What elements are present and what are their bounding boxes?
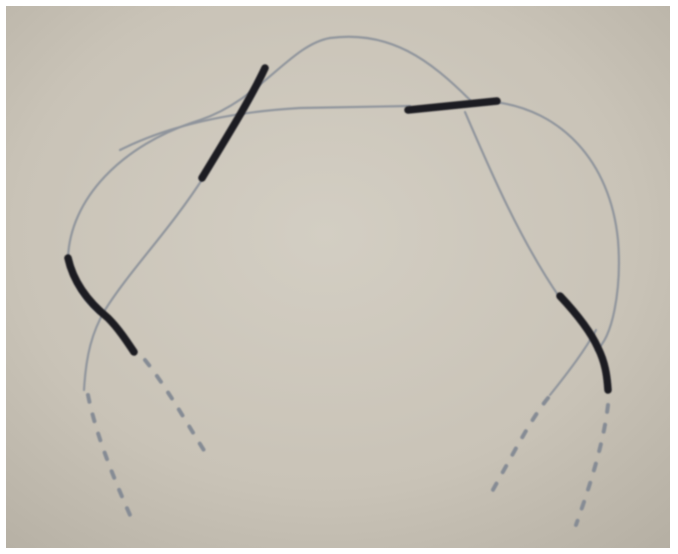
paper-background — [6, 6, 670, 548]
